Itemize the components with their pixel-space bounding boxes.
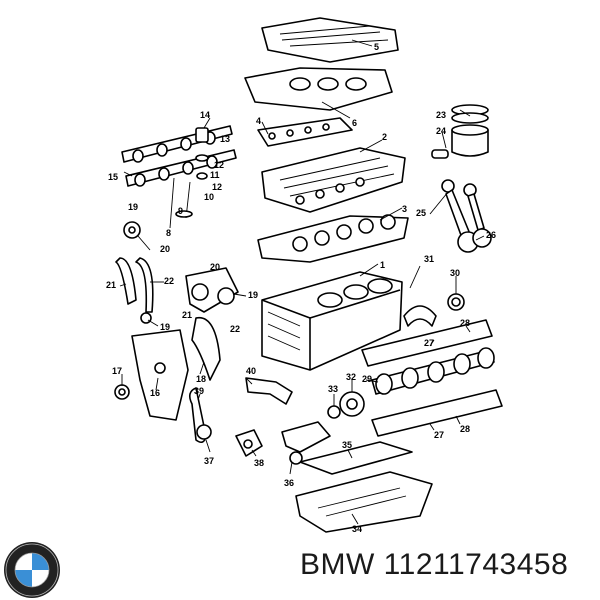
callout-29: 29 [362, 374, 372, 384]
callout-27b: 27 [434, 430, 444, 440]
callout-25: 25 [416, 208, 426, 218]
oil-pump [281, 421, 331, 465]
callout-8: 8 [166, 228, 171, 238]
leader-lines [119, 39, 485, 525]
callout-30: 30 [450, 268, 460, 278]
callout-39: 39 [194, 386, 204, 396]
callout-3: 3 [402, 204, 407, 214]
callout-21b: 21 [182, 310, 192, 320]
callout-28b: 28 [460, 424, 470, 434]
callout-20b: 20 [210, 262, 220, 272]
callout-38: 38 [254, 458, 264, 468]
callout-6: 6 [352, 118, 357, 128]
callout-28: 28 [460, 318, 470, 328]
callout-36: 36 [284, 478, 294, 488]
valve-cover-gasket [257, 117, 353, 147]
callout-5: 5 [374, 42, 379, 52]
crankshaft [371, 347, 495, 395]
oil-pan [295, 471, 433, 533]
callout-1: 1 [380, 260, 385, 270]
callout-12b: 12 [212, 182, 222, 192]
callout-2: 2 [382, 132, 387, 142]
callout-14: 14 [200, 110, 210, 120]
callout-11: 11 [210, 170, 220, 180]
callout-26: 26 [486, 230, 496, 240]
timing-guides [115, 221, 154, 324]
callout-12: 12 [214, 160, 224, 170]
callout-labels: 5 6 4 2 3 1 23 24 25 26 31 30 14 13 12 1… [106, 42, 496, 534]
callout-33: 33 [328, 384, 338, 394]
callout-19c: 19 [160, 322, 170, 332]
rear-seal [403, 293, 465, 327]
bmw-roundel-icon [4, 542, 60, 598]
callout-20: 20 [160, 244, 170, 254]
main-bearings [361, 319, 503, 437]
engine-cover [261, 17, 399, 63]
callout-18: 18 [196, 374, 206, 384]
callout-10: 10 [204, 192, 214, 202]
callout-37: 37 [204, 456, 214, 466]
callout-9: 9 [178, 206, 183, 216]
pump-38 [235, 429, 263, 457]
callout-40: 40 [246, 366, 256, 376]
brand-label: BMW [300, 548, 375, 581]
timing-chain [188, 387, 212, 444]
callout-17: 17 [112, 366, 122, 376]
connecting-rods [441, 179, 492, 253]
piston-assembly [431, 104, 489, 159]
crank-pulley [327, 391, 365, 419]
water-pipe [245, 377, 293, 405]
callout-31: 31 [424, 254, 434, 264]
callout-19: 19 [128, 202, 138, 212]
callout-22: 22 [164, 276, 174, 286]
oil-pan-gasket [299, 441, 413, 475]
vanos-unit [185, 267, 239, 313]
callout-19b: 19 [248, 290, 258, 300]
callout-21: 21 [106, 280, 116, 290]
part-number: 11211743458 [383, 548, 569, 581]
callout-34: 34 [352, 524, 362, 534]
callout-27: 27 [424, 338, 434, 348]
cylinder-head [261, 147, 406, 213]
callout-4: 4 [256, 116, 261, 126]
callout-16: 16 [150, 388, 160, 398]
callout-35: 35 [342, 440, 352, 450]
part-caption: BMW 11211743458 [300, 548, 568, 582]
engine-block [261, 271, 403, 371]
callout-24: 24 [436, 126, 446, 136]
timing-cover [114, 316, 221, 421]
valve-train [169, 127, 209, 229]
callout-23: 23 [436, 110, 446, 120]
callout-22b: 22 [230, 324, 240, 334]
callout-32: 32 [346, 372, 356, 382]
callout-13: 13 [220, 134, 230, 144]
callout-15: 15 [108, 172, 118, 182]
head-gasket [257, 214, 409, 263]
valve-cover [244, 67, 393, 111]
